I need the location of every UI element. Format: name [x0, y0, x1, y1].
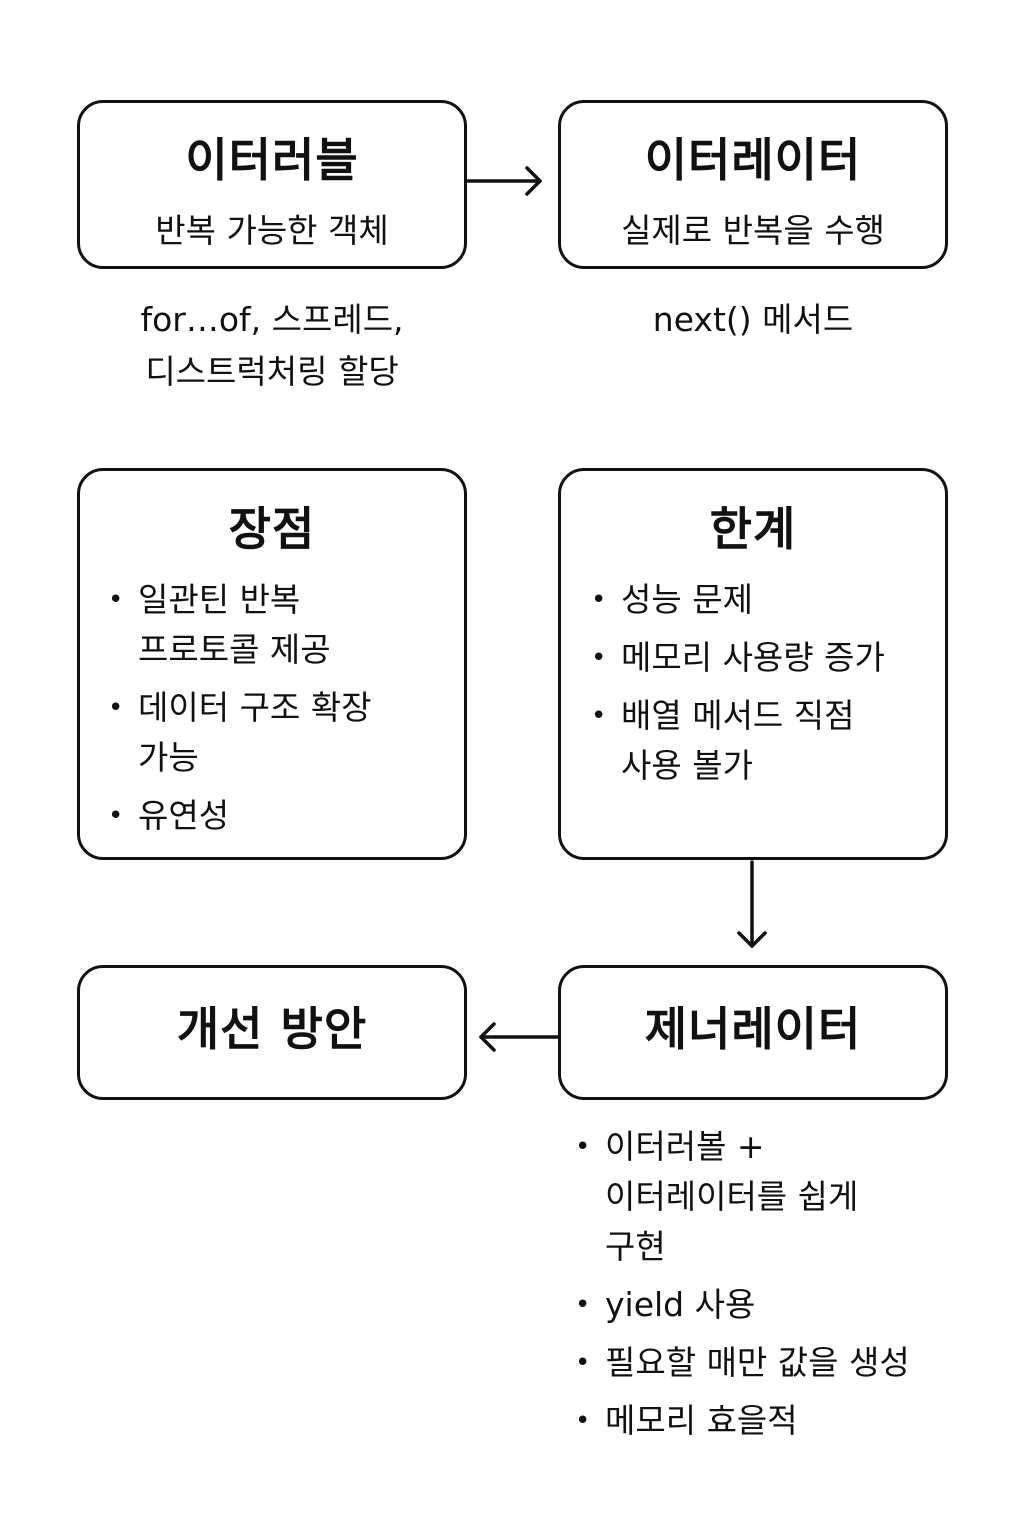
limits-list: 성능 문제 메모리 사용량 증가 배열 메서드 직점 사용 볼가 — [591, 575, 941, 799]
limits-item: 성능 문제 — [591, 575, 941, 625]
advantages-item: 데이터 구조 확장 가능 — [108, 683, 448, 783]
iterable-caption-line: for…of, 스프레드, — [140, 300, 404, 339]
arrow-generator-to-improvement-head — [479, 1022, 496, 1052]
generator-item: 필요할 매만 값을 생성 — [575, 1338, 1005, 1388]
limits-item-line: 성능 문제 — [621, 580, 753, 619]
iterable-subtitle: 반복 가능한 객체 — [155, 211, 389, 250]
generator-item: yield 사용 — [575, 1280, 1005, 1330]
generator-item-line: yield 사용 — [605, 1285, 756, 1324]
generator-item-line: 메모리 효을적 — [605, 1401, 798, 1440]
generator-item: 메모리 효을적 — [575, 1396, 1005, 1446]
advantages-box: 장점 일관틴 반복 프로토콜 제공 데이터 구조 확장 가능 유연성 — [77, 468, 467, 860]
limits-item: 메모리 사용량 증가 — [591, 633, 941, 683]
limits-item-line: 메모리 사용량 증가 — [621, 638, 885, 677]
iterable-caption: for…of, 스프레드, 디스트럭처링 할당 — [77, 294, 467, 398]
generator-item-line: 구현 — [605, 1227, 666, 1266]
iterator-caption: next() 메서드 — [558, 294, 948, 346]
iterator-title: 이터레이터 — [644, 133, 862, 187]
iterator-subtitle: 실제로 반복을 수행 — [621, 211, 885, 250]
generator-item-line: 필요할 매만 값을 생성 — [605, 1343, 910, 1382]
iterator-caption-line: next() 메서드 — [652, 300, 854, 339]
arrow-iterable-to-iterator-head — [525, 166, 542, 196]
limits-item-line: 배열 메서드 직점 — [621, 696, 855, 735]
generator-list: 이터러볼 + 이터레이터를 쉽게 구현 yield 사용 필요할 매만 값을 생… — [575, 1122, 1005, 1454]
advantages-item-line: 유연성 — [138, 796, 230, 835]
limits-item: 배열 메서드 직점 사용 볼가 — [591, 691, 941, 791]
advantages-item-line: 가능 — [138, 738, 199, 777]
improvement-title: 개선 방안 — [176, 1002, 368, 1056]
advantages-item-line: 일관틴 반복 — [138, 580, 301, 619]
limits-box: 한계 성능 문제 메모리 사용량 증가 배열 메서드 직점 사용 볼가 — [558, 468, 948, 860]
advantages-item: 일관틴 반복 프로토콜 제공 — [108, 575, 448, 675]
iterable-title: 이터러블 — [185, 133, 359, 187]
advantages-item-line: 프로토콜 제공 — [138, 630, 331, 669]
generator-box: 제너레이터 — [558, 965, 948, 1100]
advantages-title: 장점 — [228, 502, 316, 556]
generator-item-line: 이터레이터를 쉽게 — [605, 1177, 859, 1216]
improvement-box: 개선 방안 — [77, 965, 467, 1100]
limits-item-line: 사용 볼가 — [621, 746, 753, 785]
advantages-item: 유연성 — [108, 791, 448, 841]
arrow-limits-to-generator-head — [737, 931, 767, 948]
generator-item-line: 이터러볼 + — [605, 1127, 765, 1166]
advantages-list: 일관틴 반복 프로토콜 제공 데이터 구조 확장 가능 유연성 — [108, 575, 448, 849]
advantages-item-line: 데이터 구조 확장 — [138, 688, 372, 727]
iterable-box: 이터러블 반복 가능한 객체 — [77, 100, 467, 269]
iterable-caption-line: 디스트럭처링 할당 — [145, 352, 399, 391]
limits-title: 한계 — [709, 502, 797, 556]
iterator-box: 이터레이터 실제로 반복을 수행 — [558, 100, 948, 269]
generator-title: 제너레이터 — [644, 1002, 862, 1056]
generator-item: 이터러볼 + 이터레이터를 쉽게 구현 — [575, 1122, 1005, 1272]
